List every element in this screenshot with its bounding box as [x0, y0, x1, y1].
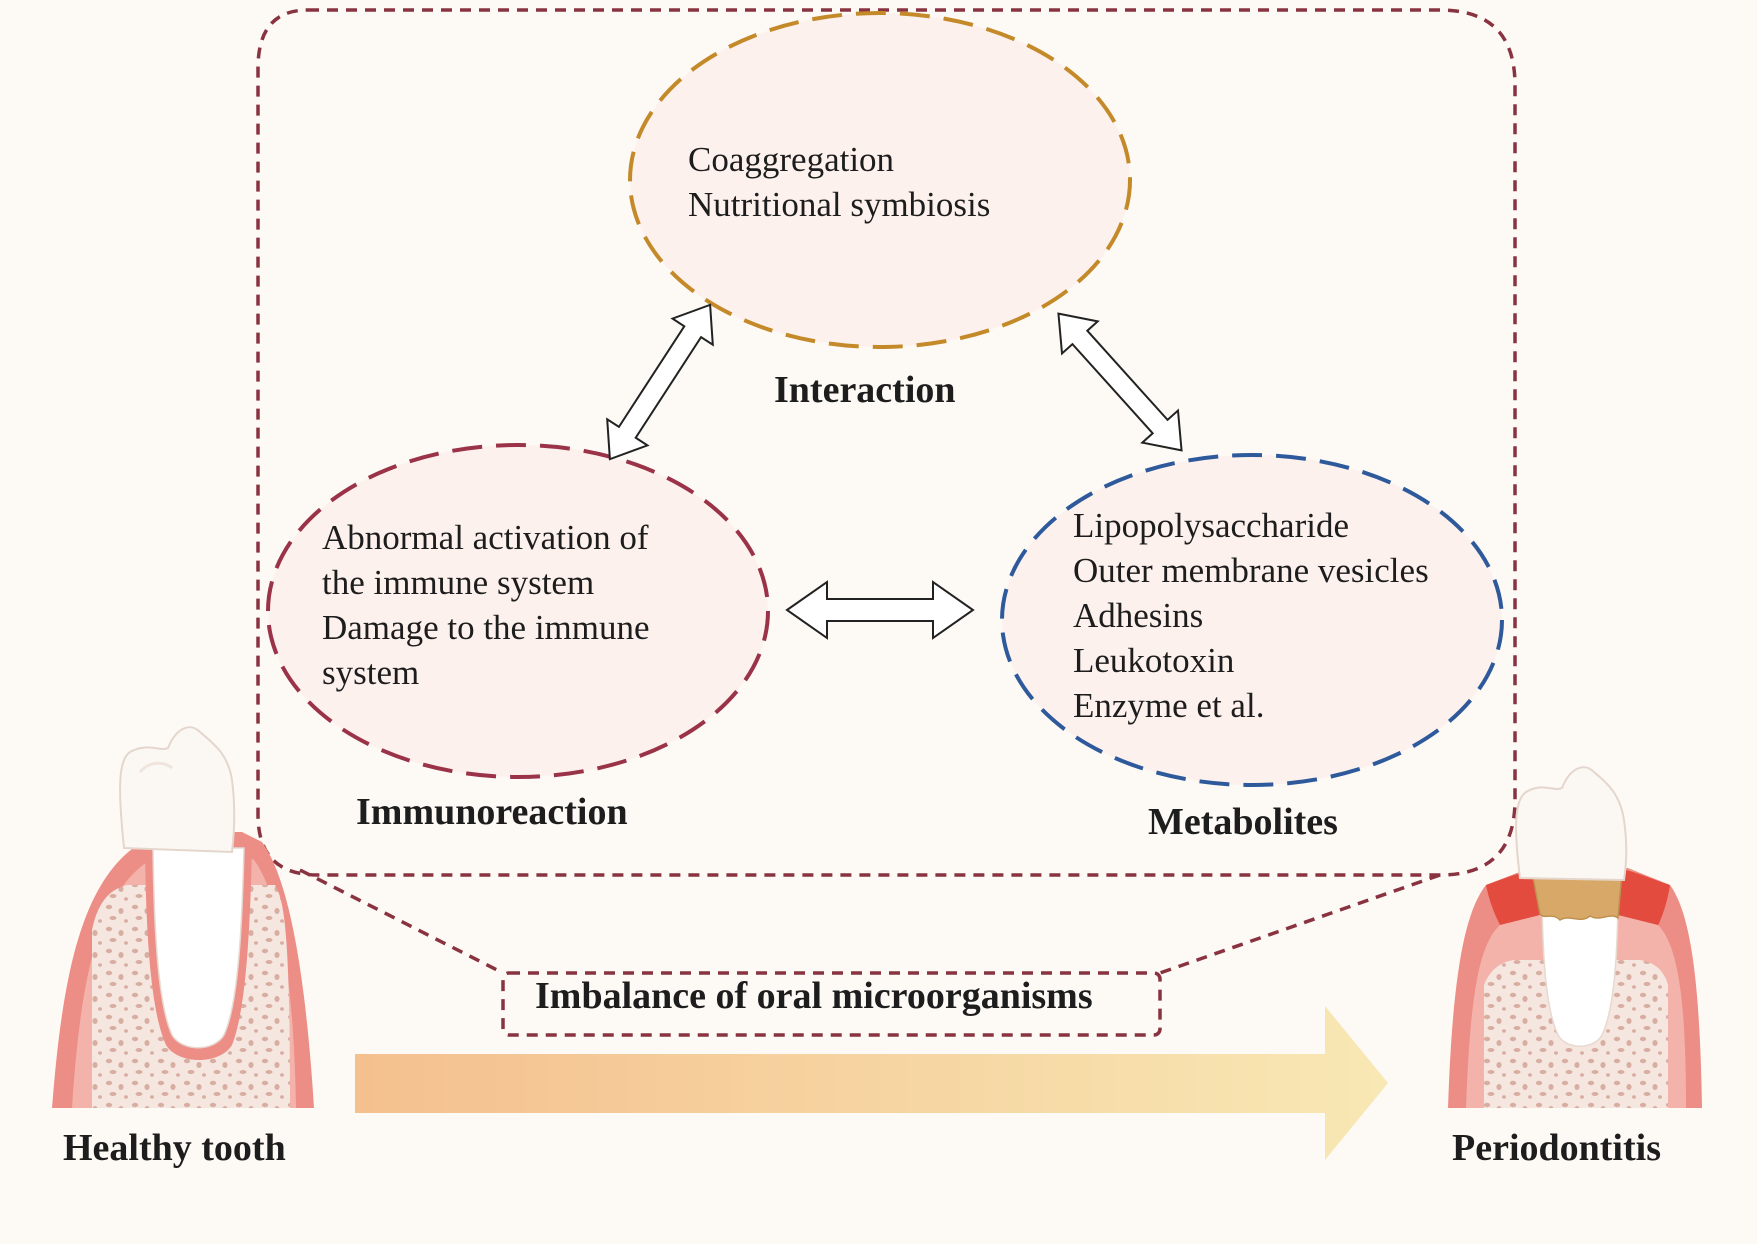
metabolite-item: Leukotoxin	[1073, 641, 1235, 680]
immunoreaction-item: Abnormal activation of	[322, 518, 649, 557]
double-arrow-immunoreaction-metabolites	[785, 580, 975, 640]
interaction-title: Interaction	[774, 369, 956, 411]
periodontitis-illustration	[1448, 766, 1702, 1108]
metabolites-ellipse	[1000, 453, 1504, 787]
double-arrow-interaction-metabolites	[1057, 312, 1183, 452]
immunoreaction-items: Abnormal activation of the immune system…	[322, 515, 650, 695]
immunoreaction-item: system	[322, 653, 420, 692]
mechanism-frame	[256, 8, 1517, 877]
periodontitis-label: Periodontitis	[1452, 1127, 1661, 1169]
metabolites-title: Metabolites	[1148, 801, 1338, 843]
progression-arrow	[355, 1006, 1388, 1160]
metabolite-item: Enzyme et al.	[1073, 686, 1265, 725]
healthy-tooth-label: Healthy tooth	[63, 1127, 286, 1169]
imbalance-label: Imbalance of oral microorganisms	[535, 975, 1093, 1017]
metabolite-item: Adhesins	[1073, 596, 1204, 635]
interaction-ellipse	[628, 11, 1132, 349]
immunoreaction-title: Immunoreaction	[356, 791, 628, 833]
immunoreaction-item: the immune system	[322, 563, 595, 602]
interaction-item: Coaggregation	[688, 140, 895, 179]
immunoreaction-item: Damage to the immune	[322, 608, 650, 647]
double-arrow-interaction-immunoreaction	[606, 303, 714, 461]
interaction-items: Coaggregation Nutritional symbiosis	[688, 137, 990, 227]
metabolite-item: Lipopolysaccharide	[1073, 506, 1350, 545]
imbalance-label-box	[501, 971, 1162, 1037]
interaction-item: Nutritional symbiosis	[688, 185, 991, 224]
immunoreaction-ellipse	[266, 443, 770, 779]
metabolites-items: Lipopolysaccharide Outer membrane vesicl…	[1073, 503, 1429, 728]
metabolite-item: Outer membrane vesicles	[1073, 551, 1429, 590]
callout-line-right	[1159, 873, 1441, 975]
healthy-tooth-illustration	[52, 726, 314, 1108]
